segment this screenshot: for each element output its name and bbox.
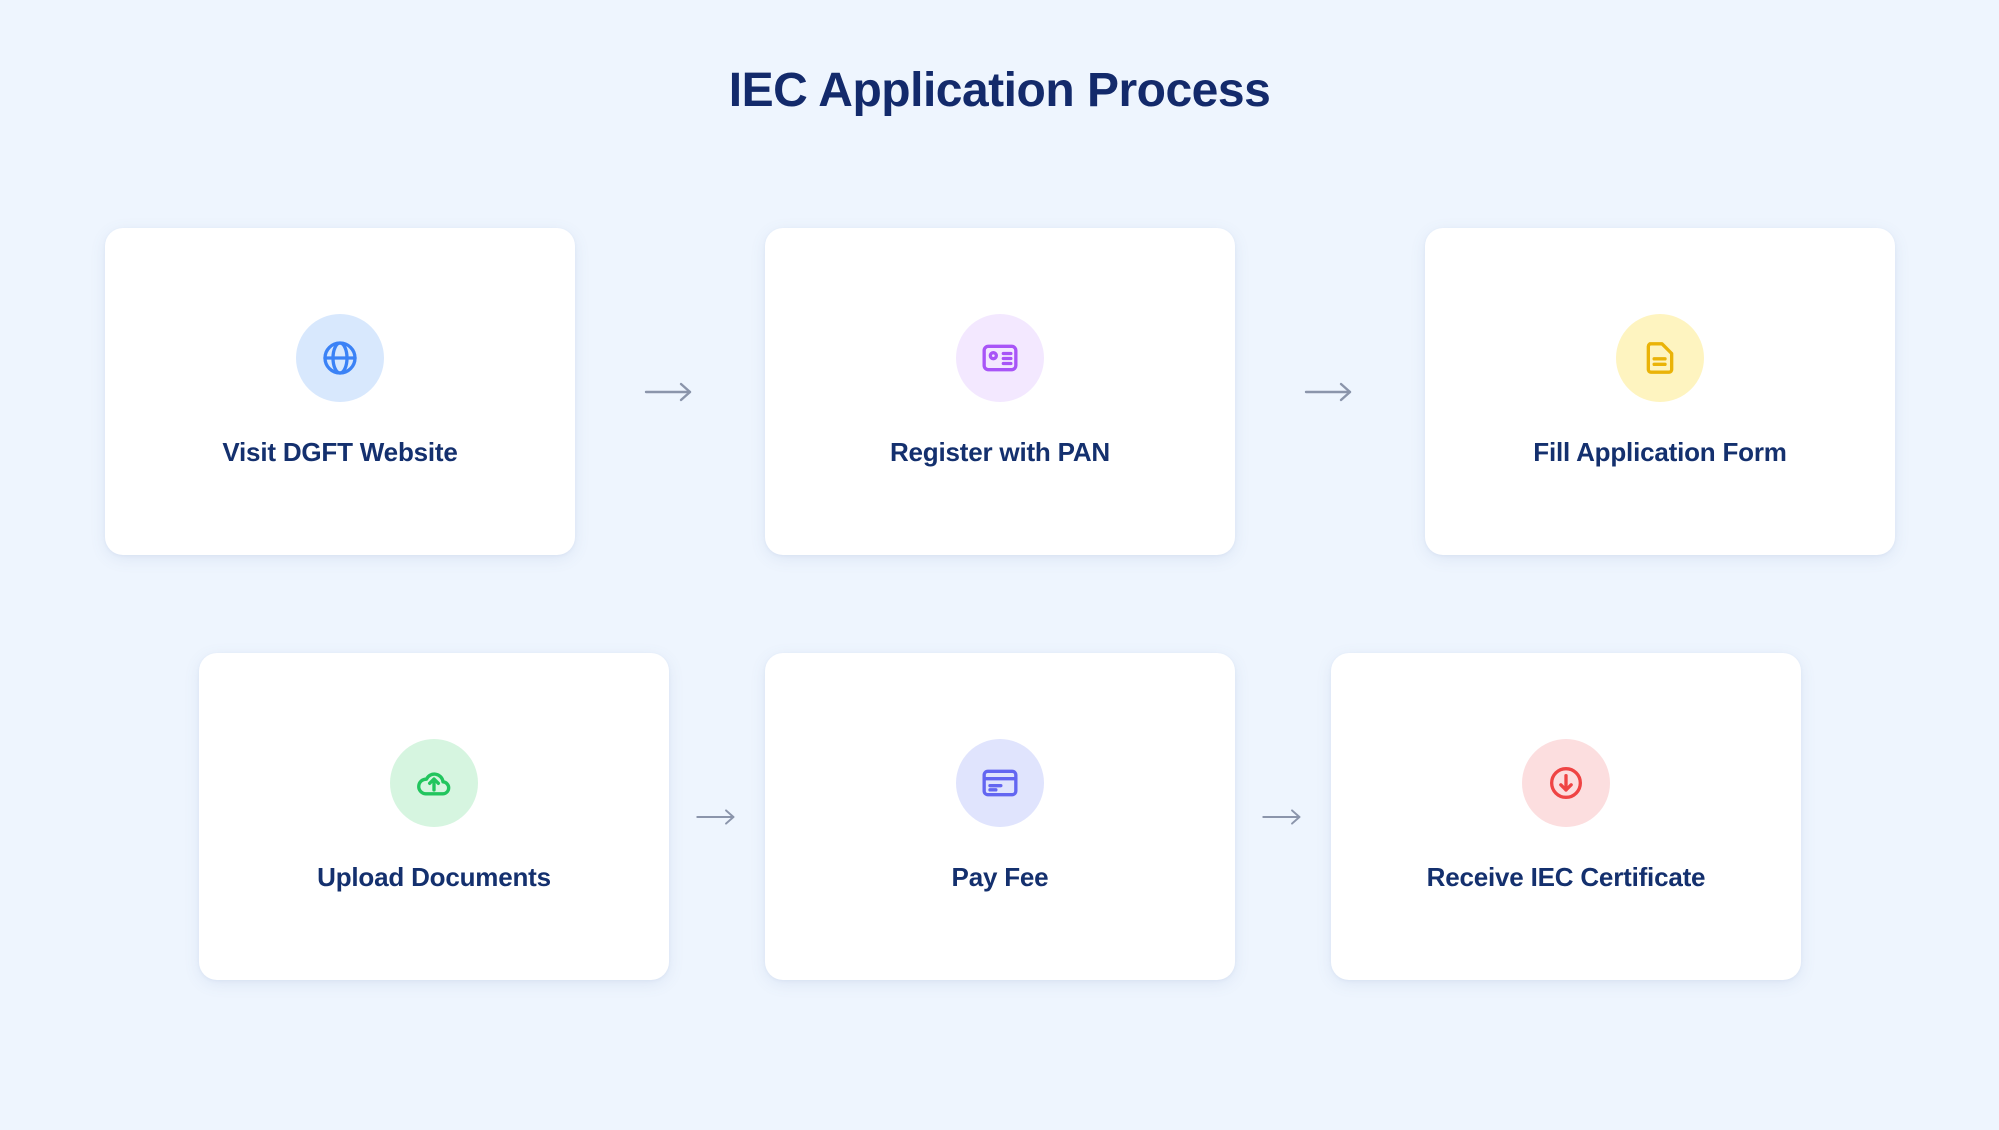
download-circle-icon-badge xyxy=(1522,739,1610,828)
step-card-register-with-pan[interactable]: Register with PAN xyxy=(765,228,1235,555)
step-card-fill-application-form[interactable]: Fill Application Form xyxy=(1425,228,1895,555)
step-label: Receive IEC Certificate xyxy=(1426,862,1706,893)
arrow-right-icon xyxy=(644,382,692,401)
flow-arrow-1 xyxy=(575,378,765,406)
cloud-upload-icon xyxy=(414,763,454,803)
step-label: Register with PAN xyxy=(889,437,1111,468)
step-card-visit-dgft-website[interactable]: Visit DGFT Website xyxy=(105,228,575,555)
step-label: Pay Fee xyxy=(951,862,1049,893)
id-card-icon xyxy=(980,338,1020,378)
arrow-right-icon xyxy=(1262,808,1301,825)
download-circle-icon xyxy=(1546,763,1586,803)
step-label: Visit DGFT Website xyxy=(222,437,458,468)
step-label: Fill Application Form xyxy=(1533,437,1787,468)
step-card-pay-fee[interactable]: Pay Fee xyxy=(765,653,1235,980)
arrow-right-icon xyxy=(696,808,735,825)
flow-arrow-2 xyxy=(1235,378,1425,406)
process-row-top: Visit DGFT Website xyxy=(104,228,1896,555)
globe-icon-badge xyxy=(296,314,384,403)
page-title: IEC Application Process xyxy=(728,64,1271,117)
globe-icon xyxy=(320,338,360,378)
process-row-bottom: Upload Documents Pay Fee xyxy=(198,653,1802,980)
step-card-upload-documents[interactable]: Upload Documents xyxy=(199,653,669,980)
step-card-receive-iec-certificate[interactable]: Receive IEC Certificate xyxy=(1331,653,1801,980)
document-icon xyxy=(1640,338,1680,378)
id-card-icon-badge xyxy=(956,314,1044,403)
arrow-right-icon xyxy=(1304,382,1352,401)
cloud-upload-icon-badge xyxy=(390,739,478,828)
flow-arrow-4 xyxy=(1235,805,1331,829)
credit-card-icon xyxy=(980,763,1020,803)
credit-card-icon-badge xyxy=(956,739,1044,828)
flow-arrow-3 xyxy=(669,805,765,829)
step-label: Upload Documents xyxy=(317,862,551,893)
document-icon-badge xyxy=(1616,314,1704,403)
